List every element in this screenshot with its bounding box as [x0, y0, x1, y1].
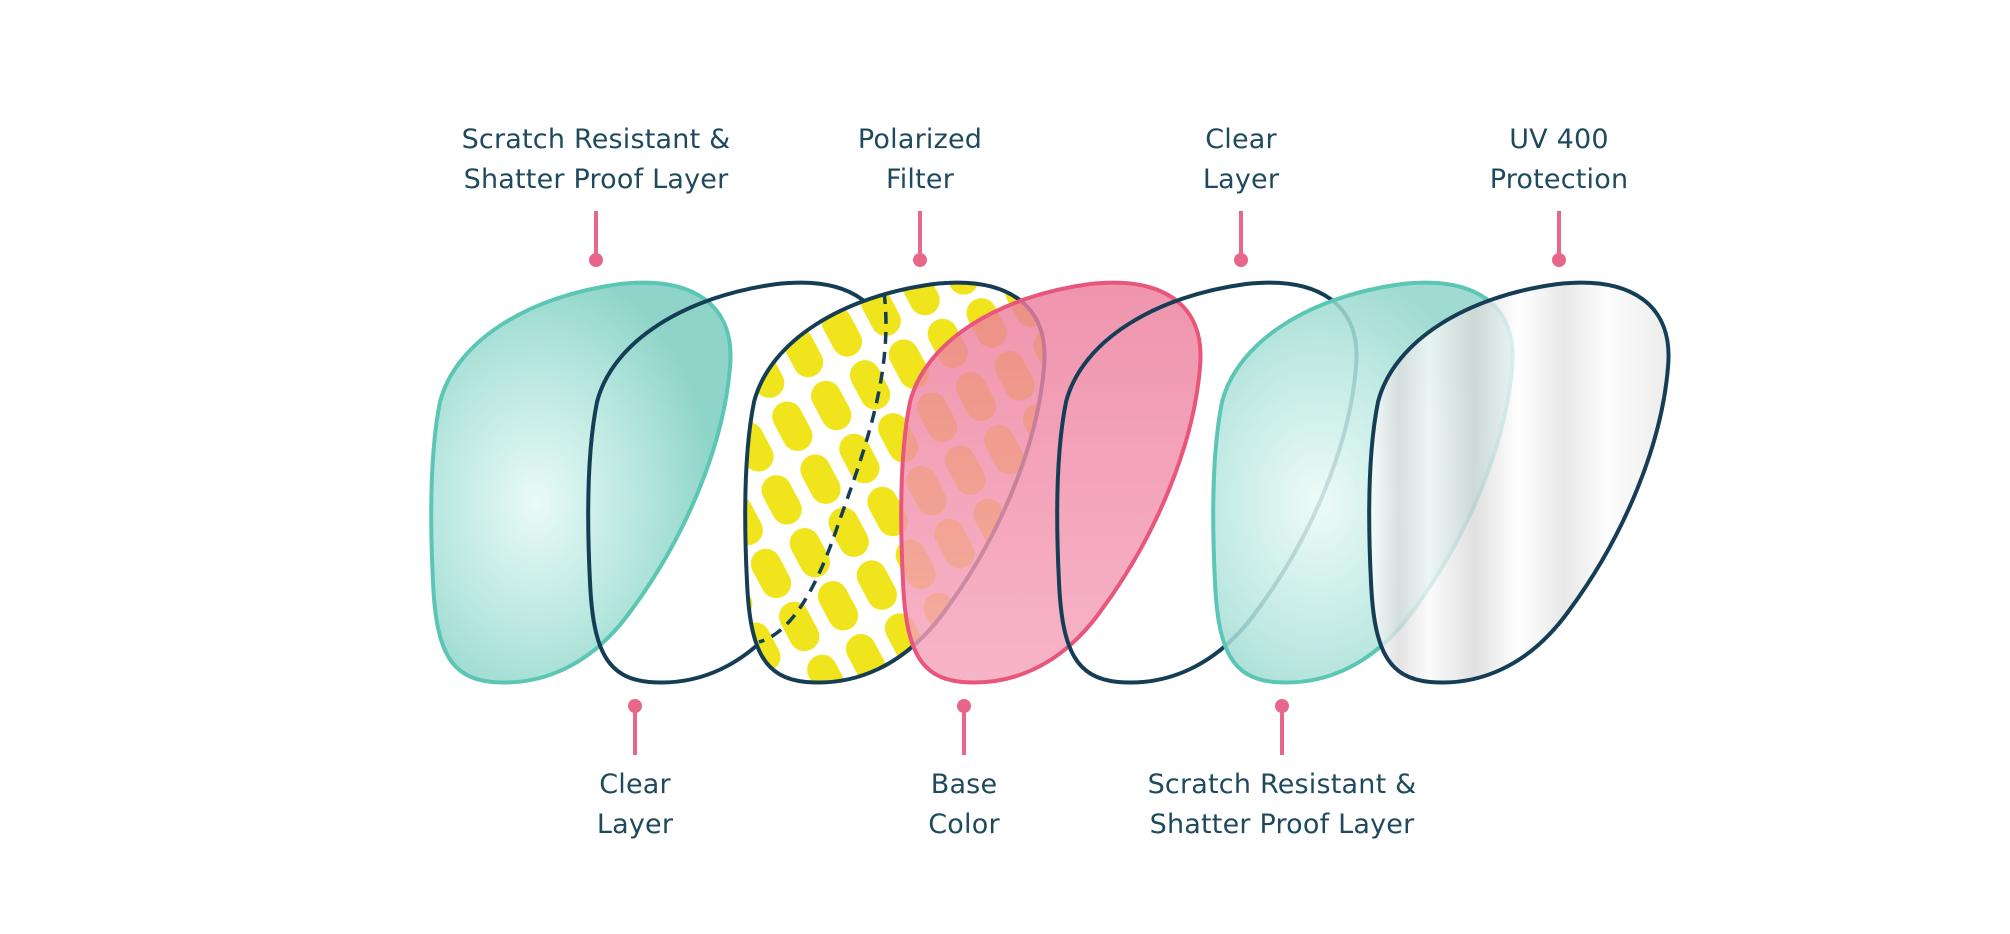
label-line: Scratch Resistant & — [461, 124, 731, 155]
label-line: Filter — [885, 164, 955, 195]
label-clear-layer-bottom: Clear Layer — [597, 765, 673, 845]
pin-bottom-3 — [1275, 699, 1289, 755]
label-base-color: Base Color — [928, 765, 1000, 845]
label-line: Clear — [1205, 124, 1277, 155]
label-line: UV 400 — [1509, 124, 1609, 155]
lens-uv400-protection — [1367, 280, 1671, 685]
lens-polarized-filter — [743, 280, 1047, 685]
label-line: Shatter Proof Layer — [463, 164, 729, 195]
pin-bottom-1 — [628, 699, 642, 755]
lens-base-color — [899, 280, 1203, 685]
label-scratch-resistant-bottom: Scratch Resistant & Shatter Proof Layer — [1148, 765, 1417, 845]
label-line: Clear — [599, 769, 671, 800]
label-clear-layer-top: Clear Layer — [1203, 120, 1279, 200]
label-line: Layer — [1202, 164, 1280, 195]
label-line: Scratch Resistant & — [1147, 769, 1417, 800]
label-polarized-filter: Polarized Filter — [858, 120, 982, 200]
pin-top-4 — [1552, 211, 1566, 267]
label-line: Color — [928, 809, 1000, 840]
label-line: Layer — [596, 809, 674, 840]
label-line: Shatter Proof Layer — [1149, 809, 1415, 840]
pin-top-2 — [913, 211, 927, 267]
lens-scratch-resistant-back — [429, 280, 733, 685]
label-line: Polarized — [857, 124, 983, 155]
label-line: Base — [930, 769, 998, 800]
label-scratch-resistant-top: Scratch Resistant & Shatter Proof Layer — [462, 120, 731, 200]
label-uv400: UV 400 Protection — [1490, 120, 1629, 200]
pin-top-1 — [589, 211, 603, 267]
label-line: Protection — [1489, 164, 1629, 195]
pin-top-3 — [1234, 211, 1248, 267]
pin-bottom-2 — [957, 699, 971, 755]
